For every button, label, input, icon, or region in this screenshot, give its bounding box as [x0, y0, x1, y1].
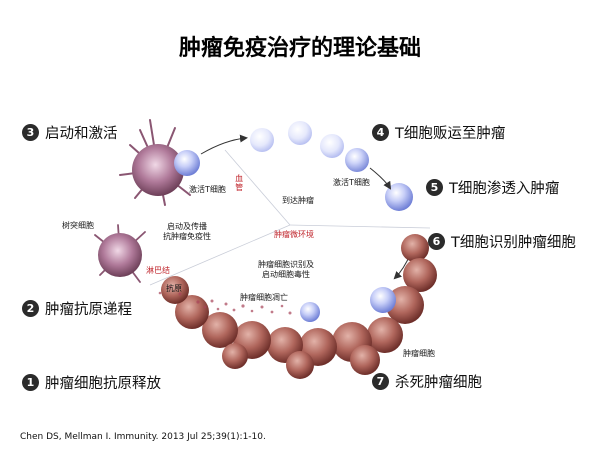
step-label: T细胞渗透入肿瘤: [449, 180, 560, 197]
label-dendritic-cell: 树突细胞: [62, 221, 94, 230]
step-5: 5 T细胞渗透入肿瘤: [426, 176, 559, 198]
antigen-fragments: [158, 285, 292, 315]
arrow-to-blood: [200, 134, 248, 155]
step-2: 2 肿瘤抗原递程: [22, 297, 132, 319]
step-label: 杀死肿瘤细胞: [395, 374, 482, 391]
label-activated-t-cell: 激活T细胞: [189, 185, 226, 194]
dendritic-cell: [94, 119, 191, 283]
t-cell: [300, 302, 320, 322]
label-tumor-cell-death: 肿瘤细胞凋亡: [240, 293, 288, 302]
label-recognition-cytotoxicity: 肿瘤细胞识别及 启动细胞毒性: [258, 260, 314, 279]
step-number-badge: 2: [22, 299, 39, 317]
label-lymph-node: 淋巴结: [146, 266, 170, 275]
t-cell: [174, 150, 200, 176]
slide-title: 肿瘤免疫治疗的理论基础: [178, 36, 421, 61]
region-divider-lines: [149, 149, 431, 286]
step-number-badge: 7: [372, 372, 389, 390]
arrow-to-tumor: [369, 167, 392, 190]
step-number-badge: 1: [22, 373, 39, 391]
step-number-badge: 6: [428, 232, 445, 250]
step-7: 7 杀死肿瘤细胞: [372, 370, 482, 392]
step-number-badge: 3: [22, 123, 39, 141]
t-cell-trail: [250, 121, 413, 211]
step-6: 6 T细胞识别肿瘤细胞: [428, 230, 576, 252]
step-label: 肿瘤抗原递程: [45, 301, 132, 318]
step-3: 3 启动和激活: [22, 121, 118, 143]
step-label: T细胞贩运至肿瘤: [395, 125, 506, 142]
step-number-badge: 5: [426, 178, 443, 196]
step-1: 1 肿瘤细胞抗原释放: [22, 371, 161, 393]
step-number-badge: 4: [372, 123, 389, 141]
label-reach-tumor: 到达肿瘤: [282, 196, 314, 205]
label-activated-t-cell-2: 激活T细胞: [333, 178, 370, 187]
t-cell: [370, 287, 396, 313]
label-tumor-microenvironment: 肿瘤微环境: [274, 230, 314, 239]
step-label: T细胞识别肿瘤细胞: [451, 234, 576, 251]
label-tumor-cell: 肿瘤细胞: [403, 349, 435, 358]
tumor-mass: [161, 234, 437, 379]
label-blood-vessel: 血管: [234, 174, 244, 192]
label-priming: 启动及传播 抗肿瘤免疫性: [163, 222, 211, 241]
step-label: 肿瘤细胞抗原释放: [45, 375, 161, 392]
citation: Chen DS, Mellman I. Immunity. 2013 Jul 2…: [20, 432, 266, 442]
step-label: 启动和激活: [45, 125, 118, 142]
label-antigen: 抗原: [166, 284, 182, 293]
step-4: 4 T细胞贩运至肿瘤: [372, 121, 505, 143]
